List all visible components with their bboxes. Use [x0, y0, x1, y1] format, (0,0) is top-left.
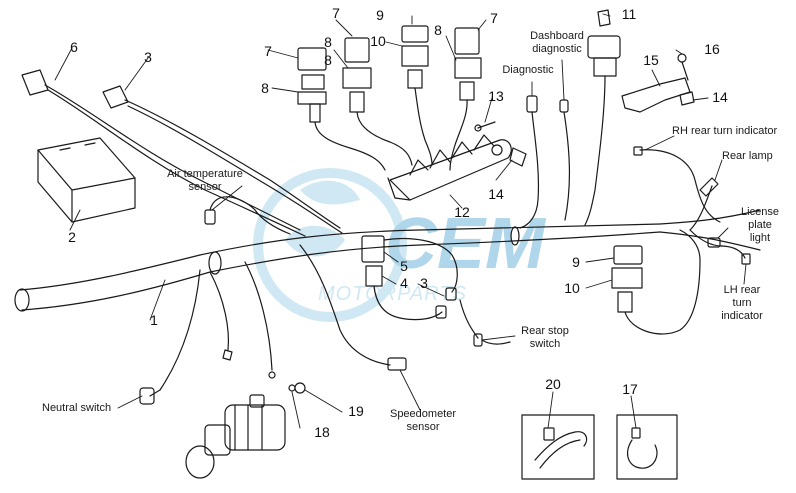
wire-3-left	[102, 85, 343, 234]
label-rear-lamp: Rear lamp	[722, 150, 773, 162]
bracket-15	[621, 53, 695, 113]
callout-4: 4	[400, 275, 408, 291]
bracket-12	[387, 134, 512, 201]
label-rh-rear-turn-indicator: RH rear turn indicator	[672, 125, 778, 137]
callout-5: 5	[400, 258, 408, 274]
label-lh-rear-turn-indicator: LH rear turn indicator	[715, 284, 769, 323]
cable-tie-17-box	[616, 414, 678, 480]
callout-2: 2	[68, 229, 76, 245]
callout-7-a: 7	[264, 43, 272, 59]
center-connectors	[361, 235, 511, 347]
relay-group-top	[297, 25, 482, 171]
label-dashboard-diagnostic: Dashboard diagnostic	[530, 30, 584, 56]
label-dashboard-diagnostic-text: Dashboard diagnostic	[530, 30, 584, 55]
callout-12: 12	[454, 204, 470, 220]
dashboard-connector	[584, 9, 621, 226]
callout-8-b: 8	[324, 34, 332, 50]
callout-16: 16	[704, 41, 720, 57]
label-diagnostic: Diagnostic	[502, 64, 554, 76]
label-speedometer-sensor: Speedometer sensor	[390, 408, 456, 434]
leader-lines	[54, 13, 747, 429]
label-license-plate-light: License plate light	[741, 206, 779, 245]
callout-6: 6	[70, 39, 78, 55]
watermark-logo-text: CEM	[385, 204, 547, 284]
lower-wiring	[139, 244, 407, 405]
relay-group-right	[611, 229, 701, 335]
callout-20: 20	[545, 376, 561, 392]
diagnostic-connector	[519, 95, 571, 229]
callout-8-a: 8	[261, 80, 269, 96]
callout-7-c: 7	[490, 10, 498, 26]
callout-13: 13	[488, 88, 504, 104]
callout-14-right: 14	[712, 89, 728, 105]
label-license-plate-light-text: License plate light	[741, 206, 779, 244]
callout-18: 18	[314, 424, 330, 440]
callout-3-center: 3	[420, 275, 428, 291]
battery-icon	[37, 137, 136, 223]
rear-wiring	[633, 146, 751, 265]
clip-14-center	[509, 147, 527, 167]
callout-3-left: 3	[144, 49, 152, 65]
callout-17: 17	[622, 381, 638, 397]
callout-9-right: 9	[572, 254, 580, 270]
main-harness-trunk	[14, 209, 761, 312]
callout-19: 19	[348, 403, 364, 419]
watermark-sub-text: MOTORPARTS	[318, 283, 467, 305]
callout-11: 11	[621, 6, 637, 22]
wire-6	[21, 69, 306, 237]
label-rear-stop-switch: Rear stop switch	[521, 325, 569, 351]
starter-motor-icon	[185, 382, 306, 479]
label-air-temperature-sensor-text: Air temperature sensor	[167, 168, 243, 193]
callout-14-center: 14	[488, 186, 504, 202]
callout-8-c: 8	[434, 22, 442, 38]
watermark-logo: CEM MOTORPARTS	[253, 168, 547, 322]
callout-10-right: 10	[564, 280, 580, 296]
label-neutral-switch: Neutral switch	[42, 402, 112, 414]
callout-10-top: 10	[370, 33, 386, 49]
label-speedometer-sensor-text: Speedometer sensor	[389, 408, 457, 433]
label-rear-stop-switch-text: Rear stop switch	[521, 325, 569, 350]
callout-7-b: 7	[332, 5, 340, 21]
callout-8-d: 8	[324, 52, 332, 68]
callout-15: 15	[643, 52, 659, 68]
air-temperature-sensor	[204, 196, 291, 235]
callout-1: 1	[150, 312, 158, 328]
label-air-temperature-sensor: Air temperature sensor	[167, 168, 243, 194]
screw-13	[474, 121, 496, 132]
label-lh-rear-turn-indicator-text: LH rear turn indicator	[721, 284, 763, 322]
callout-9-top: 9	[376, 7, 384, 23]
cable-tie-20-box	[521, 414, 595, 480]
